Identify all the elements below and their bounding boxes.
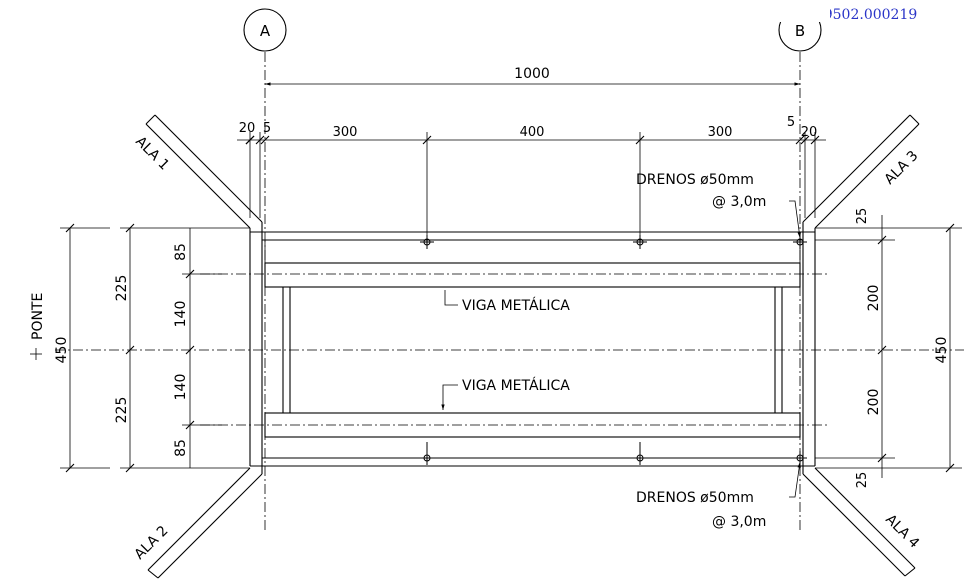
centerline-symbol: PONTE	[30, 293, 46, 360]
svg-text:85: 85	[173, 243, 189, 261]
svg-text:85: 85	[173, 439, 189, 457]
svg-text:DRENOS ø50mm: DRENOS ø50mm	[636, 172, 754, 188]
svg-text:225: 225	[114, 275, 130, 302]
wing-label-2: ALA 2	[132, 523, 172, 563]
dim-right: 450 25 200 200 25	[815, 208, 962, 489]
svg-text:@ 3,0m: @ 3,0m	[712, 194, 766, 210]
svg-text:5: 5	[787, 115, 795, 130]
axis-b-bubble: B	[770, 0, 830, 52]
svg-text:300: 300	[333, 125, 358, 140]
svg-text:25: 25	[855, 208, 870, 225]
svg-text:450: 450	[54, 337, 70, 364]
svg-text:25: 25	[855, 472, 870, 489]
drain-markers	[420, 235, 807, 465]
svg-text:DRENOS ø50mm: DRENOS ø50mm	[636, 490, 754, 506]
svg-text:VIGA METÁLICA: VIGA METÁLICA	[462, 297, 570, 314]
dim-left: 450 225 225 85 140 140 85	[54, 223, 250, 473]
svg-text:225: 225	[114, 397, 130, 424]
axis-a-label: A	[260, 22, 271, 40]
svg-text:200: 200	[866, 285, 882, 312]
drain-callout-top: DRENOS ø50mm @ 3,0m	[636, 172, 801, 239]
svg-text:400: 400	[520, 125, 545, 140]
svg-text:200: 200	[866, 389, 882, 416]
svg-text:20: 20	[239, 121, 256, 136]
wing-wall-4	[802, 466, 916, 577]
beam-callout-top: VIGA METÁLICA	[444, 290, 570, 314]
wing-wall-3	[802, 114, 920, 232]
wing-label-1: ALA 1	[132, 134, 172, 174]
beam-callout-bottom: VIGA METÁLICA	[441, 377, 570, 410]
wing-wall-1	[145, 114, 263, 232]
wing-label-4: ALA 4	[882, 512, 922, 552]
bridge-deck	[200, 231, 830, 467]
svg-text:300: 300	[708, 125, 733, 140]
svg-text:20: 20	[801, 125, 818, 140]
svg-text:140: 140	[173, 301, 189, 328]
wing-wall-2	[147, 466, 263, 579]
dim-chain-top: 20 5 300 400 300 5 20	[237, 115, 826, 242]
svg-text:@ 3,0m: @ 3,0m	[712, 514, 766, 530]
svg-text:1000: 1000	[514, 66, 550, 82]
svg-text:450: 450	[934, 337, 950, 364]
axis-a-bubble: A	[243, 8, 287, 52]
centerline-label: PONTE	[30, 293, 46, 340]
svg-text:140: 140	[173, 374, 189, 401]
axis-b-label: B	[795, 22, 805, 40]
dim-span-total: 1000	[265, 66, 800, 86]
svg-text:5: 5	[263, 121, 271, 136]
wing-label-3: ALA 3	[882, 148, 922, 188]
svg-text:VIGA METÁLICA: VIGA METÁLICA	[462, 377, 570, 394]
drain-callout-bottom: DRENOS ø50mm @ 3,0m	[636, 461, 801, 530]
